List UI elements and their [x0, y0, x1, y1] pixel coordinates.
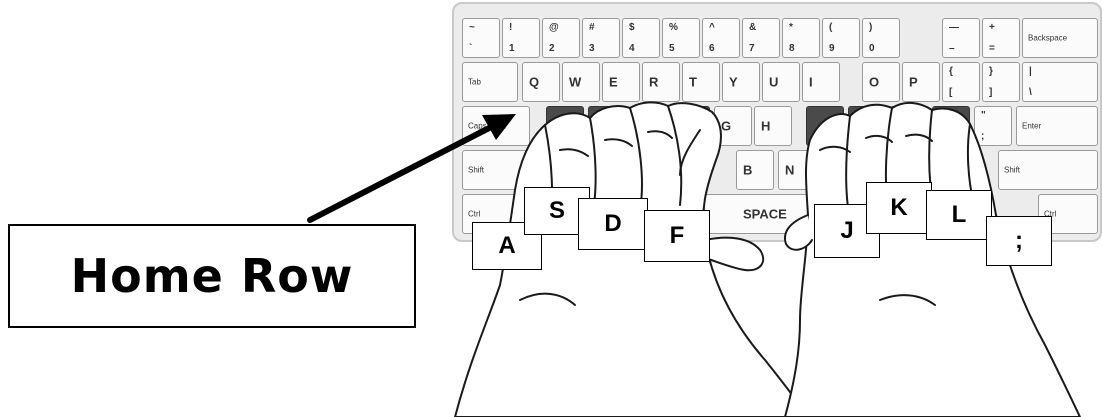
key-enter: Enter: [1016, 106, 1098, 146]
key-q: Q: [522, 62, 560, 102]
key-p: P: [902, 62, 940, 102]
key-tab: Tab: [462, 62, 518, 102]
key-i: I: [802, 62, 840, 102]
key-minus: —–: [942, 18, 980, 58]
key-9: (9: [822, 18, 860, 58]
left-thumb: [704, 236, 765, 272]
finger-label-semicolon: ;: [986, 216, 1052, 266]
key-backslash: |\: [1022, 62, 1098, 102]
key-5: %5: [662, 18, 700, 58]
arrow-head: [482, 114, 516, 140]
key-8: *8: [782, 18, 820, 58]
key-t: T: [682, 62, 720, 102]
key-u: U: [762, 62, 800, 102]
key-shift-right: Shift: [998, 150, 1098, 190]
key-7: &7: [742, 18, 780, 58]
right-thumb: [784, 214, 813, 251]
key-e: E: [602, 62, 640, 102]
key-1: !1: [502, 18, 540, 58]
key-w: W: [562, 62, 600, 102]
key-2: @2: [542, 18, 580, 58]
key-bracket-left: {[: [942, 62, 980, 102]
key-4: $4: [622, 18, 660, 58]
key-backtick: ~`: [462, 18, 500, 58]
key-quote: ";: [974, 106, 1012, 146]
home-row-callout: Home Row: [8, 224, 416, 328]
key-o: O: [862, 62, 900, 102]
key-r: R: [642, 62, 680, 102]
arrow-shaft: [307, 121, 500, 223]
key-3: #3: [582, 18, 620, 58]
key-backspace: Backspace: [1022, 18, 1098, 58]
key-b: B: [736, 150, 774, 190]
key-y: Y: [722, 62, 760, 102]
finger-label-d: D: [578, 198, 648, 250]
key-6: ^6: [702, 18, 740, 58]
key-h: H: [754, 106, 792, 146]
finger-label-f: F: [644, 210, 710, 262]
home-row-title: Home Row: [70, 249, 354, 303]
finger-label-l: L: [926, 190, 992, 240]
finger-label-k: K: [866, 182, 932, 234]
key-bracket-right: }]: [982, 62, 1020, 102]
key-equals: +=: [982, 18, 1020, 58]
key-0: )0: [862, 18, 900, 58]
